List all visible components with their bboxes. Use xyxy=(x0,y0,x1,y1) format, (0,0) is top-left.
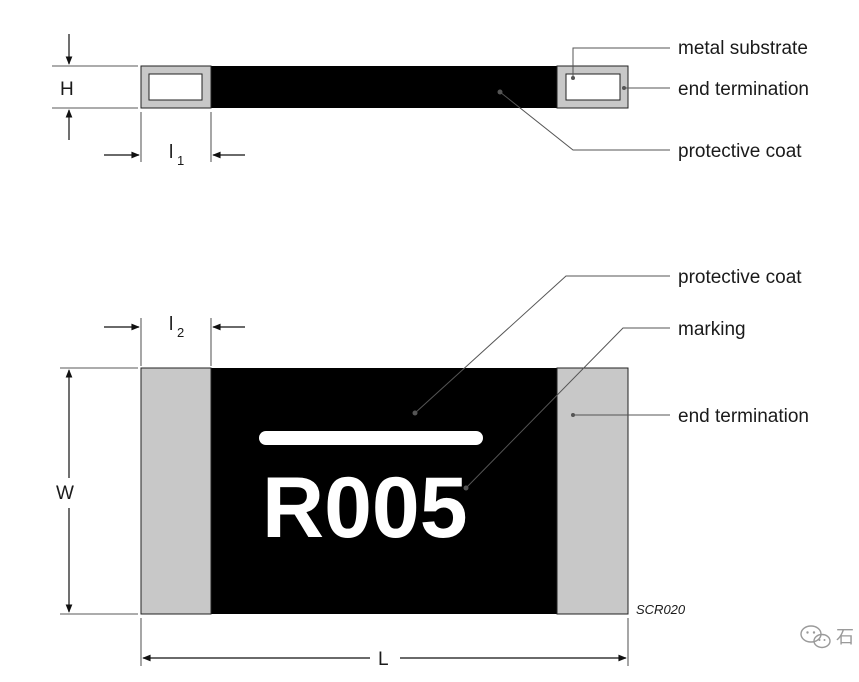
drawing-code: SCR020 xyxy=(636,602,686,617)
l2-dimension-label: l xyxy=(169,314,173,335)
top-protective-coat-leader xyxy=(414,275,670,414)
top-label-protective-coat: protective coat xyxy=(678,267,802,288)
wechat-icon xyxy=(800,625,831,649)
top-label-end-termination: end termination xyxy=(678,406,809,427)
side-metal-substrate-left xyxy=(148,73,203,101)
side-view: H l 1 metal substrate end termination pr… xyxy=(52,34,809,168)
top-end-termination-right xyxy=(556,367,629,615)
l-dimension-label: L xyxy=(378,649,389,670)
top-label-marking: marking xyxy=(678,319,746,340)
top-view: R005 SCR020 l 2 W L protective coat mark… xyxy=(56,267,809,670)
marking-bar xyxy=(259,431,483,445)
l2-dimension-subscript: 2 xyxy=(177,325,184,340)
watermark-text: 石 xyxy=(836,627,854,648)
top-end-termination-left xyxy=(140,367,212,615)
marking-text: R005 xyxy=(262,460,468,556)
watermark: 石 xyxy=(800,625,854,649)
side-protective-coat xyxy=(141,66,628,108)
l1-dimension-subscript: 1 xyxy=(177,153,184,168)
side-label-metal-substrate: metal substrate xyxy=(678,38,808,59)
top-protective-coat xyxy=(141,368,628,614)
h-dimension-label: H xyxy=(60,79,74,100)
side-protective-coat-leader xyxy=(499,91,670,151)
l1-dimension-label: l xyxy=(169,142,173,163)
side-metal-substrate-right xyxy=(565,73,621,101)
w-dimension-label: W xyxy=(56,483,74,504)
marking-leader xyxy=(465,327,670,489)
side-label-protective-coat: protective coat xyxy=(678,141,802,162)
metal-substrate-leader xyxy=(572,47,670,78)
side-label-end-termination: end termination xyxy=(678,79,809,100)
